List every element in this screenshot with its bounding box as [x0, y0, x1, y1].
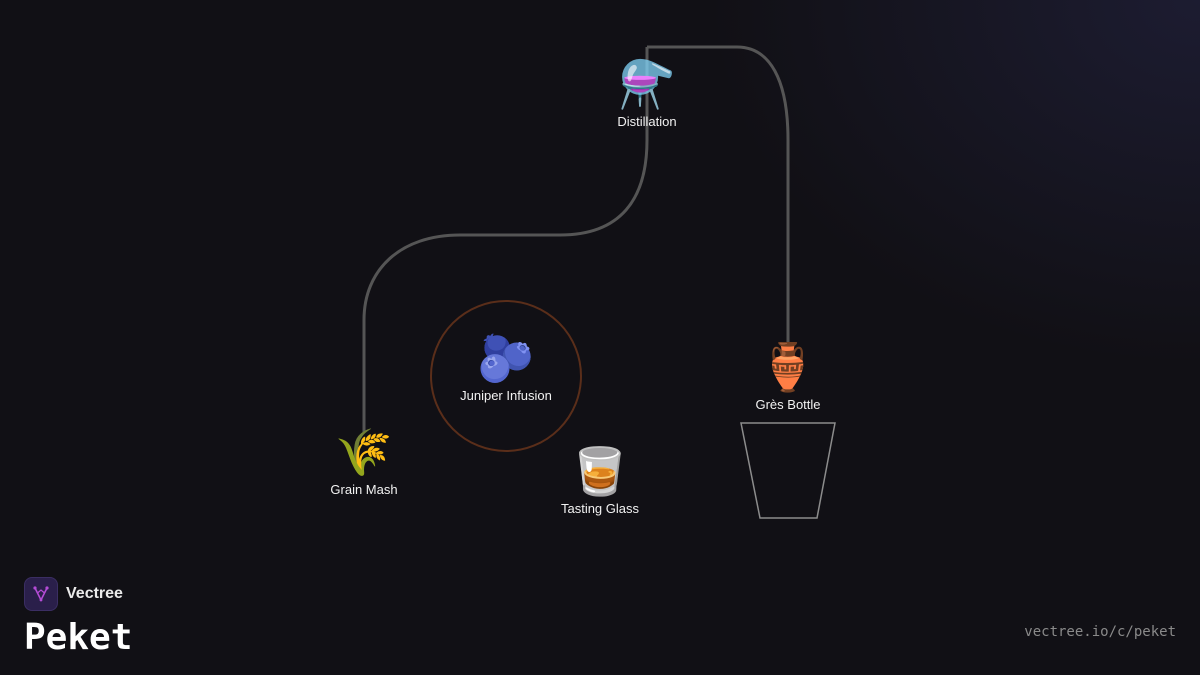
connector-distillation-to-bottle	[647, 45, 790, 345]
node-grain-mash[interactable]: 🌾 Grain Mash	[330, 426, 397, 497]
brand-name: Vectree	[66, 585, 123, 602]
source-url[interactable]: vectree.io/c/peket	[1024, 624, 1176, 640]
tumbler-glass-icon: 🥃	[571, 444, 629, 498]
page-title: Peket	[24, 617, 133, 658]
brand-block: Vectree Peket	[24, 577, 132, 658]
node-distillation[interactable]: ⚗️ Distillation	[617, 58, 676, 129]
amphora-icon: 🏺	[759, 340, 817, 394]
node-gres-bottle[interactable]: 🏺 Grès Bottle	[755, 341, 820, 412]
vessel-outline	[740, 422, 836, 519]
node-label: Tasting Glass	[560, 501, 640, 516]
connector-grain-to-distillation	[362, 47, 649, 432]
flask-icon: ⚗️	[618, 57, 676, 111]
node-label: Juniper Infusion	[460, 388, 552, 403]
node-juniper-infusion[interactable]: 🫐 Juniper Infusion	[460, 332, 552, 403]
node-tasting-glass[interactable]: 🥃 Tasting Glass	[561, 445, 639, 516]
node-label: Distillation	[617, 114, 677, 129]
wheat-icon: 🌾	[335, 425, 393, 479]
berries-icon: 🫐	[477, 331, 535, 385]
node-label: Grès Bottle	[755, 397, 821, 412]
juniper-ring	[430, 300, 582, 452]
vectree-logo-icon[interactable]	[24, 577, 58, 611]
node-label: Grain Mash	[330, 482, 398, 497]
